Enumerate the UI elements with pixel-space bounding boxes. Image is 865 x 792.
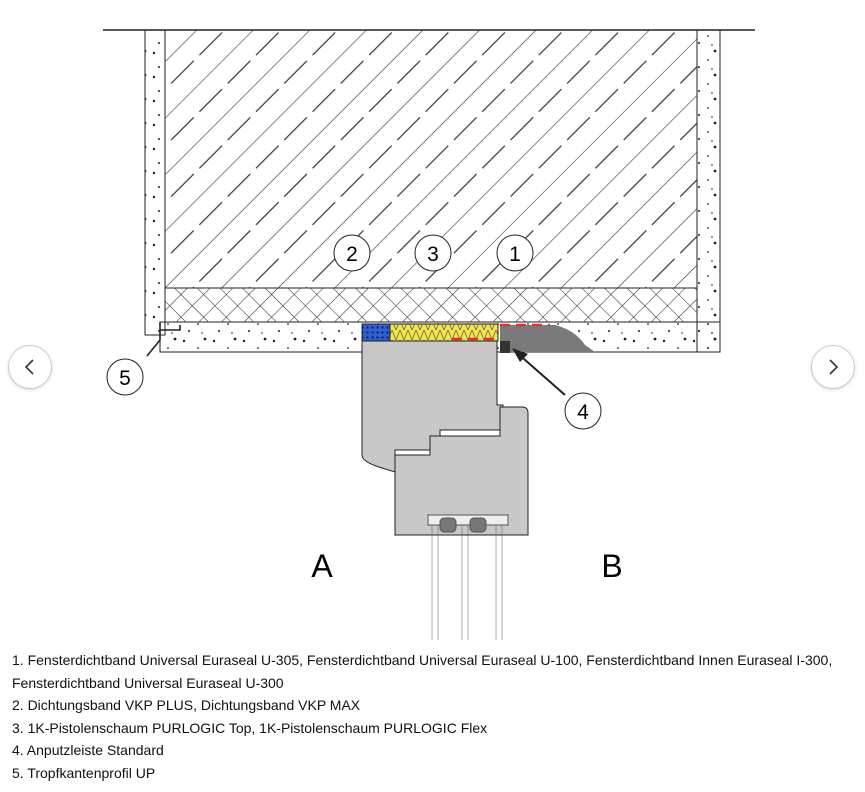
legend-list: 1. Fensterdichtband Universal Euraseal U…: [12, 649, 857, 784]
plaster-dark-area: [500, 325, 595, 352]
legend-item: 4. Anputzleiste Standard: [12, 742, 164, 758]
chevron-right-icon: [829, 359, 839, 375]
chevron-left-icon: [24, 359, 34, 375]
side-label-a: A: [311, 548, 333, 584]
plaster-left: [144, 29, 166, 336]
window-installation-drawing: 2 3 1 5 4 A B: [103, 29, 755, 640]
drip-edge-profile: [146, 322, 181, 357]
callout-5: 5: [106, 358, 144, 396]
window-sash: [394, 406, 529, 536]
carousel-next-button[interactable]: [811, 345, 855, 389]
callout-4-arrow: [515, 351, 566, 396]
insulation-layer: [164, 287, 698, 323]
svg-text:3: 3: [427, 243, 439, 266]
svg-text:2: 2: [346, 243, 358, 266]
svg-text:5: 5: [119, 367, 131, 390]
legend-item: 5. Tropfkantenprofil UP: [12, 764, 156, 781]
legend-item: 1. Fensterdichtband Universal Euraseal U…: [12, 652, 833, 691]
callout-1: 1: [496, 234, 534, 272]
side-label-b: B: [601, 548, 622, 584]
svg-text:4: 4: [577, 401, 589, 424]
legend-item: 2. Dichtungsband VKP PLUS, Dichtungsband…: [12, 697, 361, 713]
callout-3: 3: [414, 234, 452, 272]
plaster-bead: [500, 341, 510, 353]
plaster-right: [696, 29, 721, 353]
glazing: [427, 514, 509, 640]
seal-tape-blue: [361, 323, 391, 342]
callout-2: 2: [333, 234, 371, 272]
carousel-prev-button[interactable]: [8, 345, 52, 389]
callout-4: 4: [564, 392, 602, 430]
svg-text:1: 1: [509, 243, 521, 266]
foam-fill: [389, 323, 499, 342]
legend-item: 3. 1K-Pistolenschaum PURLOGIC Top, 1K-Pi…: [12, 719, 488, 736]
